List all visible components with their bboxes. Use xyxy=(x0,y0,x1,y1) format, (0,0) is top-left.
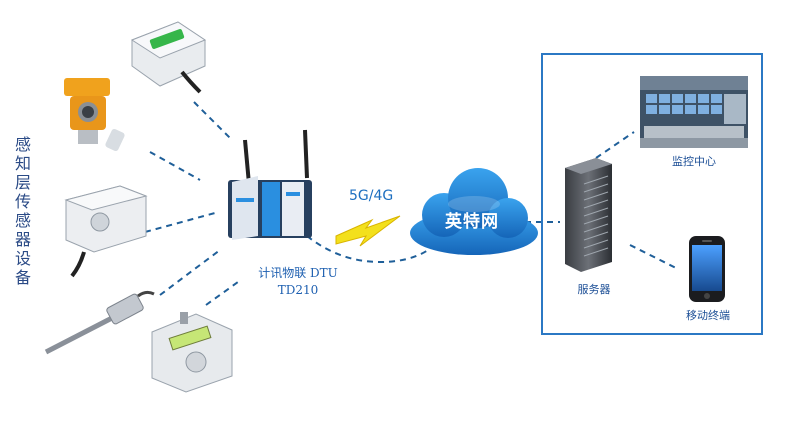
display-sensor-icon xyxy=(151,312,233,393)
server-icon xyxy=(565,158,612,272)
mobile-phone-icon xyxy=(689,236,725,302)
dtu-name-line1: 计讯物联 DTU xyxy=(258,266,338,280)
server-monitor-link xyxy=(595,131,635,159)
server-label: 服务器 xyxy=(577,283,611,296)
sensor-links xyxy=(144,101,239,306)
temperature-box-icon xyxy=(64,185,148,278)
lightning-icon xyxy=(335,215,401,247)
dtu-name-line2: TD210 xyxy=(277,283,319,297)
server-mobile-link xyxy=(629,244,677,269)
monitoring-center-label: 监控中心 xyxy=(672,155,716,168)
gas-detector-icon xyxy=(64,78,125,152)
link-sensor-3 xyxy=(144,212,216,233)
dtu-label: 计讯物联 DTU TD210 xyxy=(228,265,368,299)
link-sensor-2 xyxy=(149,151,201,181)
monitoring-room-icon xyxy=(640,76,748,148)
network-label: 5G/4G xyxy=(349,188,394,204)
probe-sensor-icon xyxy=(44,290,155,355)
link-sensor-1 xyxy=(193,101,233,141)
backend-box xyxy=(541,53,763,335)
sensor-wall-box-icon xyxy=(130,21,207,94)
dtu-device-icon xyxy=(228,129,312,240)
mobile-terminal-label: 移动终端 xyxy=(686,309,730,322)
cloud-label: 英特网 xyxy=(445,212,499,232)
sensors-label: 感知层传感器设备 xyxy=(14,135,31,287)
link-sensor-4 xyxy=(159,249,221,296)
cloud-icon xyxy=(410,168,538,255)
dtu-cloud-link xyxy=(306,235,441,264)
